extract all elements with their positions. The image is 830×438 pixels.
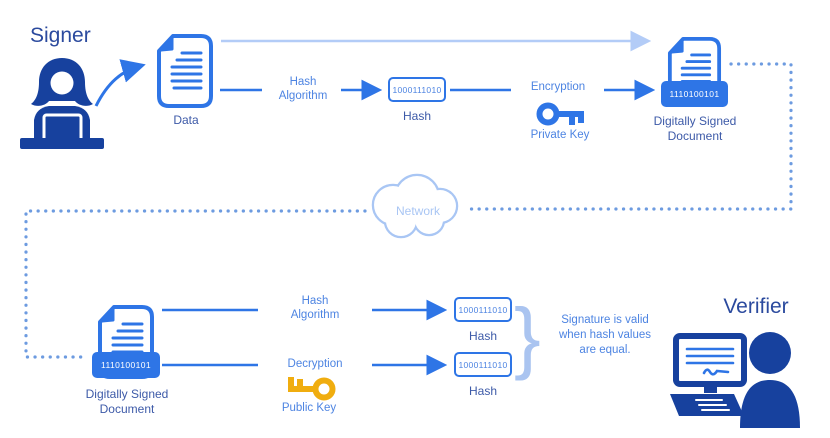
computed-hash-box: 1000111010 bbox=[454, 297, 512, 322]
signed-document-banner: 1110100101 bbox=[661, 81, 728, 107]
signed-value: 1110100101 bbox=[669, 89, 720, 99]
received-signed-document-banner: 1110100101 bbox=[92, 352, 160, 378]
verifier-title: Verifier bbox=[723, 295, 789, 318]
received-signed-document-label: Digitally Signed Document bbox=[85, 387, 169, 416]
decrypted-hash-box: 1000111010 bbox=[454, 352, 512, 377]
verify-hash-algorithm-label: Hash Algorithm bbox=[290, 295, 340, 322]
private-key-label: Private Key bbox=[530, 129, 590, 141]
hash-algorithm-label: Hash Algorithm bbox=[278, 76, 328, 103]
hash-value-box: 1000111010 bbox=[388, 77, 446, 102]
private-key-icon bbox=[536, 102, 584, 126]
equality-brace: } bbox=[514, 292, 541, 381]
decryption-label: Decryption bbox=[287, 358, 343, 370]
computed-hash-label: Hash bbox=[468, 329, 497, 343]
network-label: Network bbox=[395, 204, 440, 218]
hash-label: Hash bbox=[402, 109, 431, 123]
encryption-label: Encryption bbox=[530, 81, 586, 93]
data-document-icon bbox=[157, 34, 213, 108]
decrypted-hash-label: Hash bbox=[468, 384, 497, 398]
hash-value: 1000111010 bbox=[392, 84, 442, 95]
data-document-label: Data bbox=[173, 113, 199, 127]
received-signed-value: 1110100101 bbox=[100, 360, 151, 370]
dotted-path-right bbox=[469, 62, 793, 211]
verifier-person-icon bbox=[670, 332, 800, 428]
decrypted-hash-value: 1000111010 bbox=[458, 359, 508, 370]
signer-title: Signer bbox=[30, 24, 91, 47]
public-key-label: Public Key bbox=[281, 402, 337, 414]
dotted-path-left bbox=[24, 209, 367, 359]
verify-flow-connectors bbox=[162, 299, 448, 376]
public-key-icon bbox=[288, 377, 336, 401]
computed-hash-value: 1000111010 bbox=[458, 304, 508, 315]
signed-document-label: Digitally Signed Document bbox=[653, 114, 737, 143]
validity-note: Signature is valid when hash values are … bbox=[558, 314, 652, 356]
signer-person-icon bbox=[20, 58, 104, 149]
signer-to-data-arrow bbox=[94, 59, 146, 107]
network-cloud-icon bbox=[371, 173, 459, 239]
